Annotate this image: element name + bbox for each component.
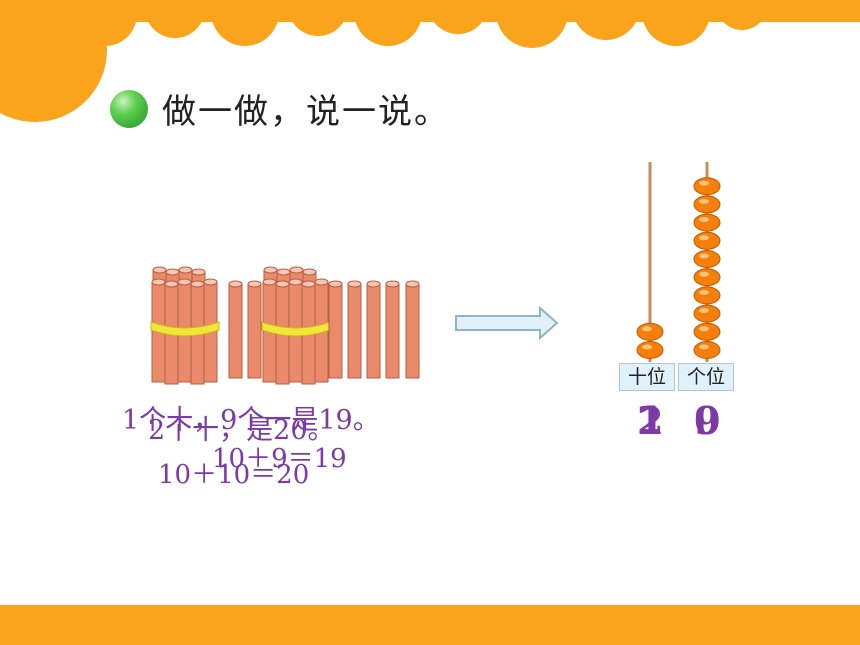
bottom-banner bbox=[0, 605, 860, 645]
tens-digit: 1 bbox=[638, 398, 665, 443]
stick bbox=[385, 280, 400, 379]
abacus-bead bbox=[693, 286, 721, 305]
abacus-bead bbox=[693, 304, 721, 323]
right-arrow-icon bbox=[455, 305, 559, 341]
counting-sticks bbox=[150, 266, 420, 385]
stick-bundle bbox=[150, 266, 220, 385]
abacus-ones-beads bbox=[693, 177, 721, 359]
abacus-bead bbox=[693, 268, 721, 287]
ones-digit-overlay: 0 bbox=[694, 398, 721, 443]
abacus-tens-beads bbox=[636, 322, 664, 359]
abacus-bead bbox=[693, 213, 721, 232]
abacus-bead bbox=[693, 195, 721, 214]
caption-line1: 1个十，9个一是19。 bbox=[122, 405, 380, 436]
abacus-bead bbox=[693, 322, 721, 341]
tens-digit-overlay: 2 bbox=[637, 398, 664, 443]
abacus-bead bbox=[636, 341, 664, 359]
top-banner bbox=[0, 0, 860, 122]
stick bbox=[328, 280, 343, 379]
abacus bbox=[636, 162, 721, 362]
stick bbox=[228, 280, 243, 379]
stick bbox=[405, 280, 420, 379]
green-bullet-icon bbox=[110, 90, 148, 128]
stick-bundle bbox=[261, 266, 331, 385]
tens-place-label: 十位 bbox=[619, 363, 675, 391]
caption-equation1: 10＋9＝19 bbox=[212, 444, 347, 474]
abacus-bead bbox=[693, 341, 721, 359]
caption-line1-overlay: 2个十，是20。 bbox=[148, 415, 335, 446]
section-heading: 做一做，说一说。 bbox=[162, 92, 450, 132]
caption-equation2: 10＋10＝20 bbox=[158, 460, 310, 490]
abacus-bead bbox=[693, 250, 721, 268]
stick bbox=[366, 280, 381, 379]
abacus-bead bbox=[636, 322, 664, 341]
stick bbox=[247, 280, 262, 379]
ones-place-label: 个位 bbox=[678, 363, 734, 391]
stick bbox=[347, 280, 362, 379]
abacus-bead bbox=[693, 231, 721, 250]
abacus-bead bbox=[693, 177, 721, 196]
ones-digit: 9 bbox=[694, 398, 721, 443]
